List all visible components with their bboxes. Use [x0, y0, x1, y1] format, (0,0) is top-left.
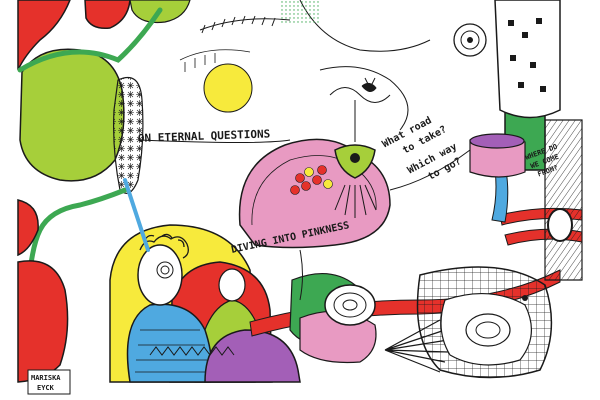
- star-pattern-strip: [113, 76, 144, 194]
- creature-white-face: [440, 293, 532, 366]
- tower-window-6: [518, 82, 524, 88]
- figure-face: [137, 244, 183, 306]
- purple-shape: [204, 329, 301, 383]
- spiral-circle-dot: [467, 37, 473, 43]
- figure-eye-spiral: [156, 261, 174, 279]
- bee-icon: [361, 77, 377, 92]
- sunburst: [334, 184, 377, 218]
- zigzag-strip: [149, 346, 235, 356]
- hanging-strings: [179, 49, 251, 72]
- figure-body-hatching: [135, 329, 208, 373]
- red-blob-top: [84, 0, 131, 30]
- white-tower: [494, 0, 561, 119]
- spiral-eye-ring: [333, 292, 367, 318]
- spiral-eye-center: [342, 299, 358, 311]
- red-blob-left-bottom: [17, 260, 69, 383]
- green-dots-patch: [280, 0, 320, 25]
- signature-line-1: MARISKA: [31, 374, 61, 382]
- ring-motif-right: [547, 208, 573, 242]
- berry-cluster: [290, 165, 333, 195]
- tower-window-5: [530, 62, 536, 68]
- red-blob-top-left: [17, 0, 71, 71]
- tower-window-1: [508, 20, 514, 26]
- lime-blob-large: [19, 48, 125, 182]
- figure-hair-spirals: [139, 233, 189, 259]
- fan-shape: [384, 319, 449, 373]
- figure-eye-inner: [160, 265, 170, 275]
- blue-stream: [491, 169, 509, 223]
- signature-line-2: EYCK: [37, 384, 55, 392]
- small-bug-icon: [522, 295, 528, 301]
- tower-window-3: [536, 18, 542, 24]
- red-blob-left-middle: [17, 199, 39, 257]
- barbed-wire: [199, 15, 291, 34]
- creature-eye-inner: [475, 321, 501, 339]
- creature-eye: [465, 313, 511, 347]
- purple-cylinder-top: [469, 133, 525, 149]
- lime-seed-dot: [350, 153, 360, 163]
- spiral-eye-motif: [324, 284, 376, 326]
- tower-window-4: [510, 55, 516, 61]
- tower-window-7: [540, 86, 546, 92]
- pink-blob-outline: [251, 155, 377, 226]
- blue-drip-line: [123, 178, 150, 252]
- small-figure-head: [218, 268, 246, 302]
- signature-box: [27, 369, 71, 395]
- tower-window-2: [522, 32, 528, 38]
- text-eternal-questions: ON ETERNAL QUESTIONS: [138, 127, 271, 145]
- connector-lines: [139, 139, 471, 301]
- yellow-sun: [203, 63, 253, 113]
- spiral-circle-ring: [460, 30, 480, 50]
